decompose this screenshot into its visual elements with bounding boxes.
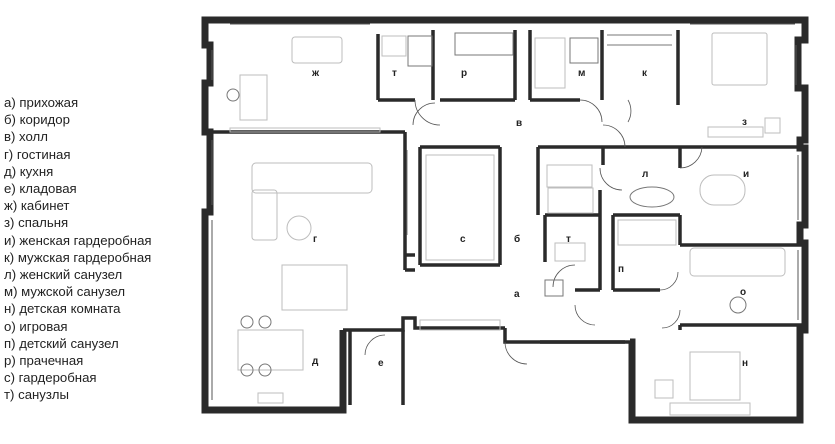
- furniture: [226, 32, 786, 416]
- room-label-e: е: [378, 358, 384, 369]
- legend: а) прихожая б) коридор в) холл г) гостин…: [4, 94, 194, 404]
- interior-walls: [210, 30, 805, 405]
- doors: [364, 99, 703, 365]
- legend-item: г) гостиная: [4, 146, 71, 162]
- legend-item: з) спальня: [4, 215, 69, 231]
- legend-item: к) мужская гардеробная: [4, 249, 152, 265]
- room-label-v: в: [516, 118, 522, 129]
- room-label-b: б: [514, 233, 520, 245]
- room-label-i: и: [743, 169, 749, 180]
- room-label-s: с: [460, 234, 466, 245]
- legend-item: н) детская комната: [4, 301, 121, 317]
- room-label-k: к: [642, 68, 648, 79]
- legend-item: а) прихожая: [4, 95, 79, 110]
- legend-item: ж) кабинет: [4, 198, 70, 214]
- room-label-z: з: [742, 117, 747, 128]
- legend-item: д) кухня: [4, 163, 54, 179]
- room-label-zh: ж: [311, 68, 320, 79]
- room-label-l: л: [642, 169, 648, 180]
- legend-item: с) гардеробная: [4, 370, 97, 386]
- legend-item: б) коридор: [4, 112, 70, 128]
- room-label-p: п: [618, 264, 624, 275]
- legend-item: м) мужской санузел: [4, 284, 126, 300]
- room-label-t2: т: [566, 234, 571, 245]
- room-label-t1: т: [392, 68, 397, 79]
- legend-item: р) прачечная: [4, 353, 84, 369]
- legend-item: л) женский санузел: [4, 267, 123, 283]
- room-label-m: м: [578, 68, 585, 79]
- legend-item: в) холл: [4, 129, 48, 145]
- room-label-o: о: [740, 287, 746, 298]
- outer-walls: [201, 16, 809, 424]
- legend-item: т) санузлы: [4, 387, 69, 403]
- windows: [211, 23, 799, 400]
- room-label-g: г: [313, 234, 317, 245]
- room-label-r: р: [461, 68, 467, 79]
- legend-item: о) игровая: [4, 318, 68, 334]
- legend-item: п) детский санузел: [4, 335, 119, 351]
- room-label-d: д: [312, 356, 319, 367]
- room-label-a: а: [514, 289, 520, 300]
- room-labels: в ж т р м к з л и г с б т п а о д е н: [311, 68, 749, 369]
- legend-item: е) кладовая: [4, 181, 77, 197]
- legend-item: и) женская гардеробная: [4, 232, 152, 248]
- room-label-n: н: [742, 358, 748, 369]
